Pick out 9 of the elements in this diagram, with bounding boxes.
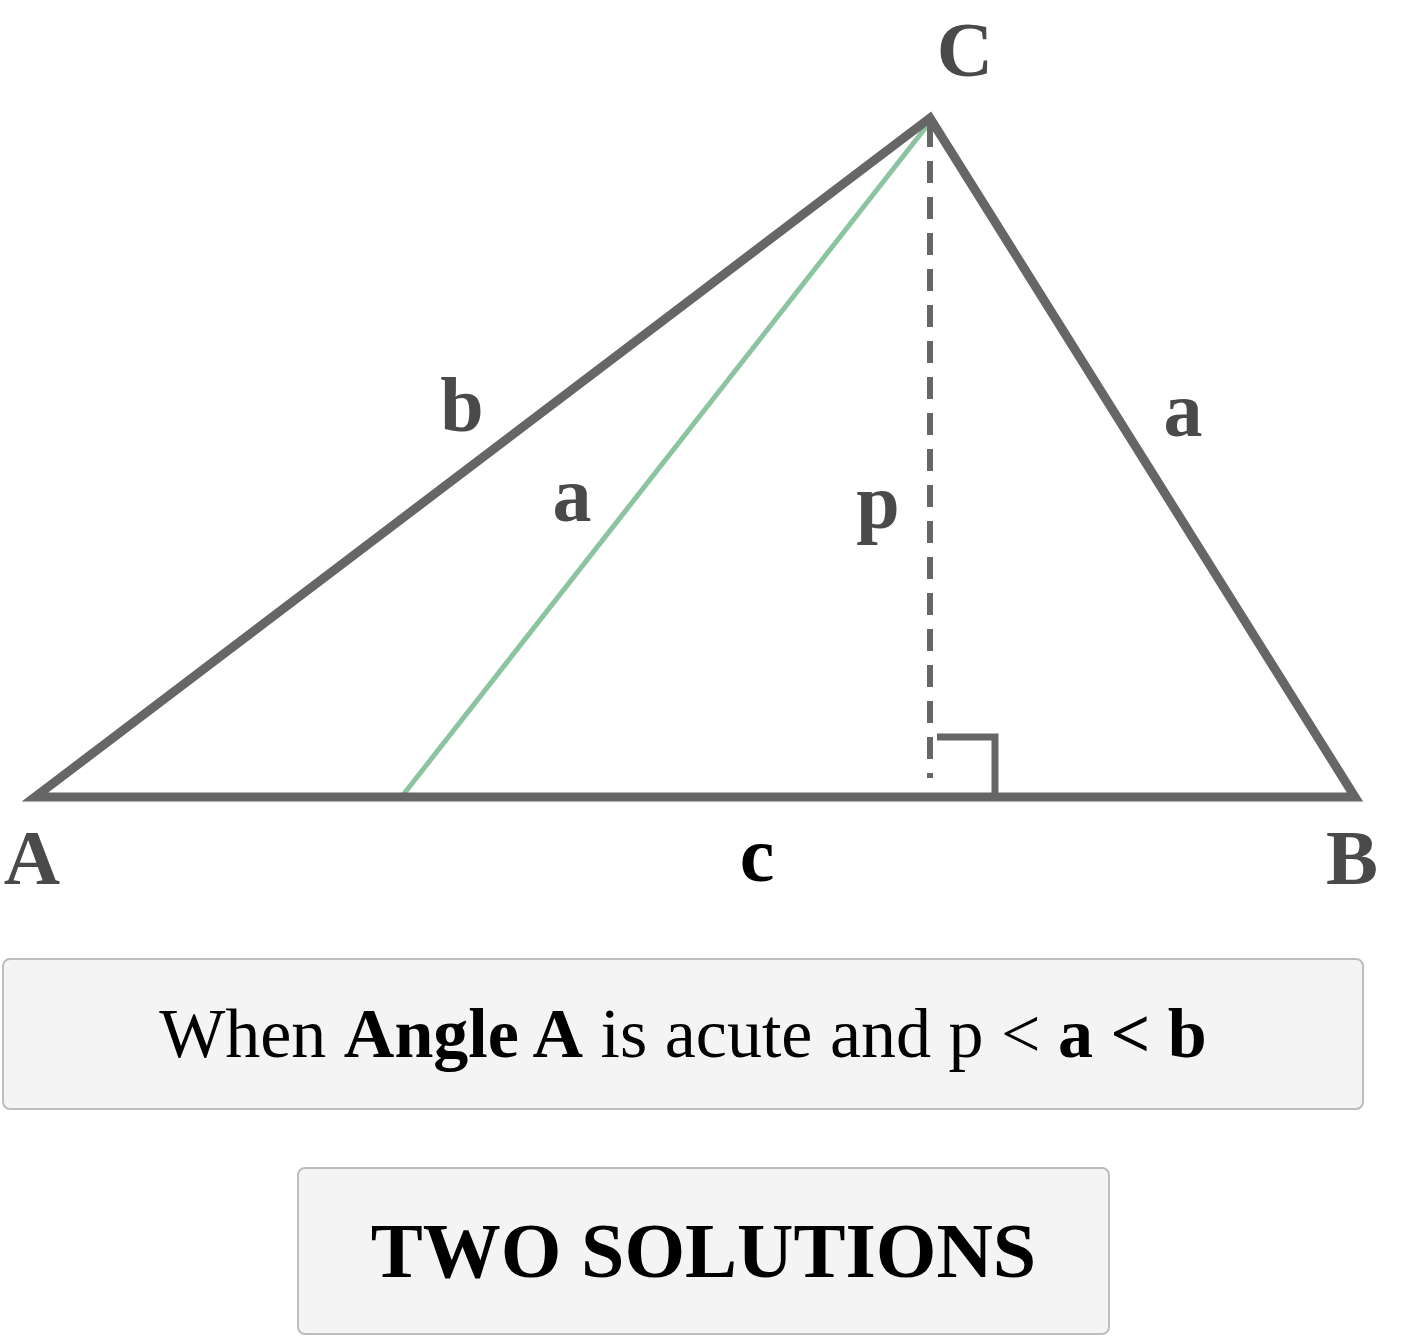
vertex-label: A [3,819,61,897]
vertex-label: B [1326,819,1378,897]
side-label: a [1163,371,1203,449]
condition-box: When Angle A is acute and p < a < b [2,958,1364,1110]
side-label: a [552,456,592,534]
vertex-label: C [936,11,994,89]
side-label: b [440,366,484,444]
result-box: TWO SOLUTIONS [297,1167,1110,1335]
side-label: c [739,816,775,894]
